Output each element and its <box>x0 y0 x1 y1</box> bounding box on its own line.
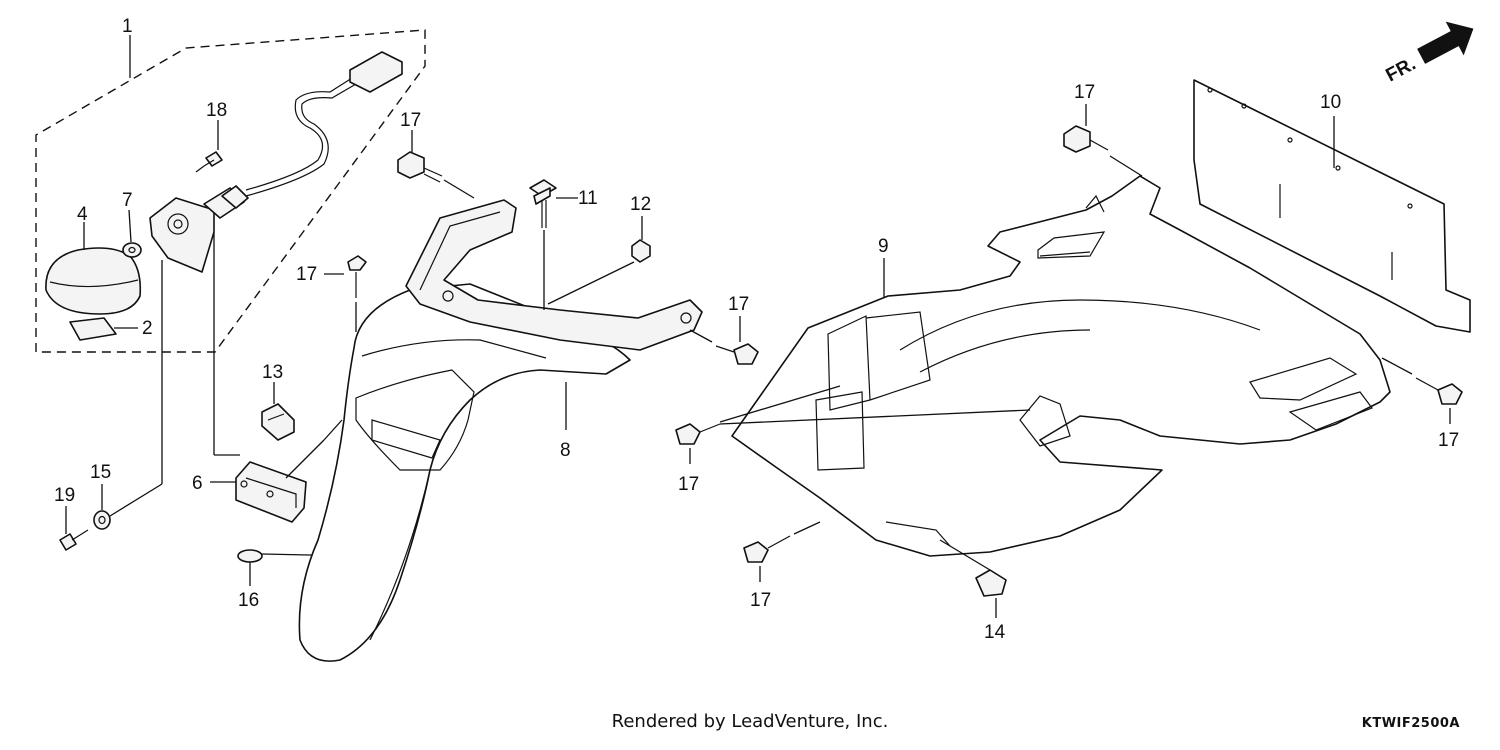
front-arrow-icon <box>1417 21 1474 64</box>
license-light-housing-part <box>109 197 215 517</box>
screw-part-19 <box>59 506 89 551</box>
callout-17-d: 17 <box>1074 82 1095 103</box>
callout-10: 10 <box>1320 92 1341 113</box>
bolt-part-17-mid-left <box>324 255 367 332</box>
callout-15: 15 <box>90 462 111 483</box>
callout-8: 8 <box>560 440 571 461</box>
callout-labels: 1 18 4 7 2 17 11 12 17 17 13 8 6 15 19 1… <box>54 16 1459 643</box>
callout-2: 2 <box>142 318 153 339</box>
bolt-part-17-right <box>1381 357 1463 424</box>
reflector-part <box>210 419 343 523</box>
front-direction-indicator: FR. <box>1382 21 1474 87</box>
bolt-part-17-inner-left <box>719 409 1031 425</box>
inner-fender-part <box>731 175 1391 557</box>
bolt-part-17-upper-right <box>1063 104 1143 177</box>
license-light-assembly-frame <box>35 29 426 353</box>
callout-17-a: 17 <box>400 110 421 131</box>
nut-part-12 <box>547 216 651 305</box>
drawing-code: KTWIF2500A <box>1361 716 1460 731</box>
callout-9: 9 <box>878 236 889 257</box>
callout-17-g: 17 <box>750 590 771 611</box>
callout-17-f: 17 <box>1438 430 1459 451</box>
splash-sheet-part <box>1193 79 1471 333</box>
bolt-part-11 <box>529 179 578 310</box>
callout-16: 16 <box>238 590 259 611</box>
callout-19: 19 <box>54 485 75 506</box>
front-label: FR. <box>1382 54 1419 87</box>
callout-4: 4 <box>77 204 88 225</box>
lens-cover-part <box>45 222 142 315</box>
callout-13: 13 <box>262 362 283 383</box>
clip-part-14 <box>939 539 1007 618</box>
screw-part-18 <box>195 120 223 173</box>
bolt-part-17-lower-left <box>743 521 821 582</box>
clip-nut-part-13 <box>261 382 295 441</box>
washer-part-15 <box>93 484 111 530</box>
bolt-part-17-upper-left <box>397 130 475 199</box>
washer-part-7 <box>122 209 142 258</box>
callout-17-b: 17 <box>296 264 317 285</box>
callout-17-e: 17 <box>678 474 699 495</box>
render-credit: Rendered by LeadVenture, Inc. <box>611 711 889 732</box>
callout-6: 6 <box>192 473 203 494</box>
callout-12: 12 <box>630 194 651 215</box>
bolt-part-17-center-left <box>675 385 841 464</box>
socket-wire-harness-part <box>203 51 403 456</box>
callout-14: 14 <box>984 622 1006 643</box>
pad-part <box>69 317 138 341</box>
bolt-part-17-fender-right <box>689 316 759 365</box>
callout-1: 1 <box>122 16 133 37</box>
callout-11: 11 <box>578 188 598 209</box>
callout-18: 18 <box>206 100 227 121</box>
fender-bracket-part <box>405 199 703 430</box>
callout-17-c: 17 <box>728 294 749 315</box>
callout-7: 7 <box>122 190 133 211</box>
